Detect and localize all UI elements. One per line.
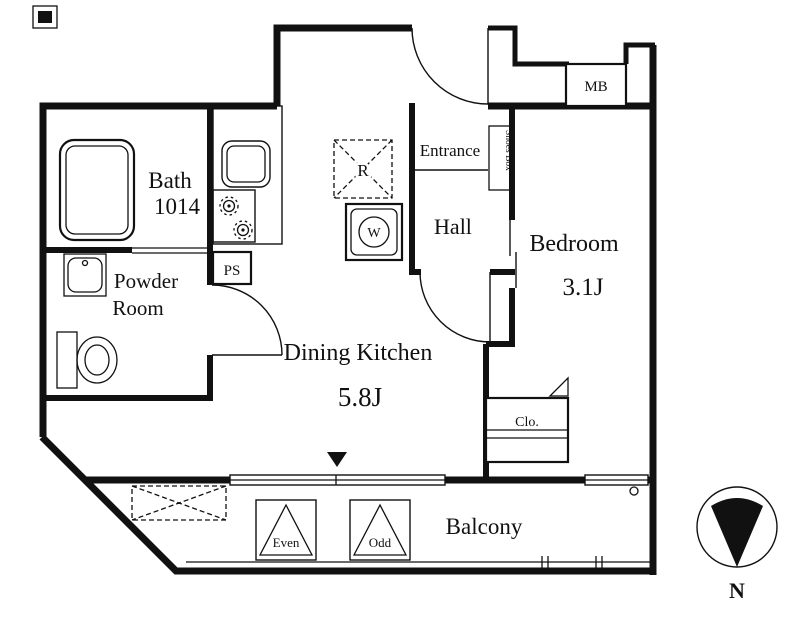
powder-room-label-line2: Room xyxy=(112,296,163,320)
kitchen-counter xyxy=(212,105,283,245)
windows xyxy=(229,452,649,486)
window-direction-marker-icon xyxy=(327,452,347,467)
odd-box xyxy=(349,499,411,561)
bathtub-inner xyxy=(65,145,129,235)
dining-kitchen: Dining Kitchen 5.8J xyxy=(284,340,433,412)
entrance-door-swing-arc xyxy=(411,27,489,105)
corner-marker xyxy=(32,5,58,29)
odd-triangle-icon xyxy=(352,503,408,556)
washer-label: W xyxy=(367,226,381,241)
bedroom: Bedroom 3.1J Clo. xyxy=(484,231,619,464)
odd-label: Odd xyxy=(369,535,392,550)
powder-room: Powder Room xyxy=(56,253,178,389)
appliance-spaces: R W xyxy=(333,139,404,262)
even-box xyxy=(255,499,317,561)
corner-marker-fill xyxy=(38,11,52,23)
mb-label: MB xyxy=(584,79,607,95)
balcony: Even Odd Balcony xyxy=(131,485,650,570)
washer-pan xyxy=(344,202,404,262)
washbasin-faucet-icon xyxy=(81,259,89,267)
even-label: Even xyxy=(273,535,300,550)
toilet-bowl xyxy=(76,336,118,384)
ps-label: PS xyxy=(224,263,241,279)
washbasin-bowl xyxy=(67,257,103,293)
balcony-joint-ticks xyxy=(541,556,603,570)
washbasin xyxy=(63,253,107,297)
bath-size-label: 1014 xyxy=(154,194,201,219)
entrance-hall: Shoes Box Entrance Hall MB xyxy=(420,62,628,239)
outer-wall-top-step xyxy=(273,24,412,106)
compass: N xyxy=(696,486,778,603)
closet-label: Clo. xyxy=(515,415,539,430)
meter-box xyxy=(564,62,628,108)
hall-dk-door-swing-arc xyxy=(419,271,491,343)
refrigerator-label: R xyxy=(357,161,369,180)
balcony-drain-icon xyxy=(629,486,639,496)
partition-odd: Odd xyxy=(349,499,411,561)
stove-burner-icon xyxy=(219,196,239,216)
bedroom-size-label: 3.1J xyxy=(563,274,604,301)
compass-north-label: N xyxy=(729,578,745,603)
shoes-box-label: Shoes Box xyxy=(503,130,513,171)
bathroom: Bath 1014 xyxy=(58,138,201,242)
closet-corner-mark xyxy=(548,376,569,397)
walls xyxy=(39,24,657,575)
pipe-space-box xyxy=(211,250,253,286)
kitchen-sink-inner xyxy=(226,145,266,183)
dining-kitchen-size-label: 5.8J xyxy=(338,382,382,412)
compass-needle-icon xyxy=(711,498,763,567)
corridor-wall-right-notch xyxy=(623,42,655,64)
stove xyxy=(212,189,256,243)
powder-door-swing-arc xyxy=(211,284,283,356)
shoes-box xyxy=(488,125,511,191)
doors xyxy=(132,27,517,356)
balcony-label: Balcony xyxy=(446,514,523,539)
corner-marker-frame xyxy=(32,5,58,29)
washer-pan-inner xyxy=(350,208,398,256)
kitchen: PS xyxy=(211,105,283,286)
entrance-label: Entrance xyxy=(420,141,480,160)
dining-kitchen-label: Dining Kitchen xyxy=(284,340,433,366)
closet-sliding-track-lines xyxy=(486,429,568,439)
kitchen-sink xyxy=(221,140,271,188)
stove-burner-icon xyxy=(233,220,253,240)
even-triangle-icon xyxy=(258,503,314,556)
powder-room-label-line1: Powder xyxy=(114,269,178,293)
bedroom-label: Bedroom xyxy=(529,231,619,257)
hall-label: Hall xyxy=(434,214,472,239)
corridor-wall-left xyxy=(488,25,569,67)
outer-wall-left xyxy=(39,102,277,437)
bath-label: Bath xyxy=(148,168,192,193)
refrigerator-space-cross xyxy=(333,139,393,199)
partition-even: Even xyxy=(255,499,317,561)
equipment-space-cross xyxy=(131,485,227,521)
washer-drain xyxy=(358,216,390,248)
refrigerator-space xyxy=(333,139,393,199)
toilet-bowl-inner xyxy=(84,344,110,376)
bathtub xyxy=(58,138,136,242)
